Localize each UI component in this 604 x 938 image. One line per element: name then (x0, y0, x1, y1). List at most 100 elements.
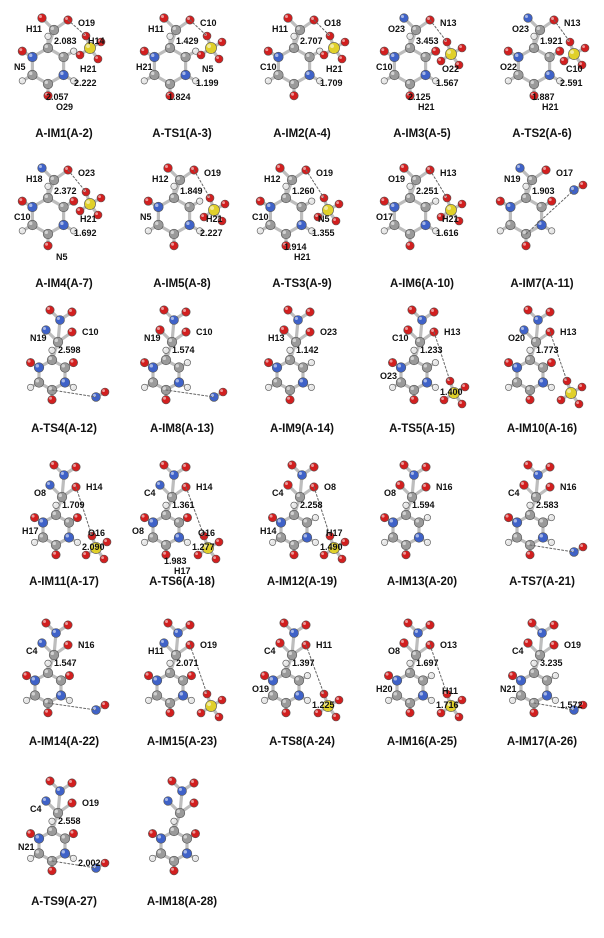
carbon-atom (296, 201, 307, 213)
atom-highlight (539, 519, 543, 523)
atom-highlight (175, 379, 179, 383)
atom-highlight (49, 396, 52, 400)
atom-highlight (39, 534, 44, 538)
atom-highlight (456, 62, 459, 65)
nitrogen-atom (399, 13, 409, 23)
carbon-atom (284, 384, 296, 396)
atom-label: C4 (512, 646, 524, 656)
atom-highlight (505, 48, 509, 52)
bond-distance-label: 2.083 (54, 36, 77, 46)
atom-highlight (141, 359, 145, 363)
carbon-atom (50, 509, 62, 521)
oxygen-atom (169, 866, 179, 876)
atom-highlight (170, 857, 174, 861)
atom-label: H14 (260, 526, 277, 536)
bond-distance-label: 1.697 (416, 658, 439, 668)
structure-caption: A-IM17(A-26) (506, 736, 578, 748)
atom-highlight (539, 534, 543, 538)
atom-highlight (333, 714, 336, 717)
oxygen-atom (159, 305, 169, 315)
atom-highlight (45, 92, 48, 96)
atom-highlight (407, 661, 410, 664)
nitrogen-atom (304, 69, 315, 81)
atom-highlight (342, 39, 345, 42)
atom-label: O16 (88, 528, 105, 538)
atom-highlight (167, 34, 170, 37)
atom-highlight (48, 356, 52, 360)
carbon-atom (168, 855, 180, 867)
interaction-line (185, 486, 205, 537)
atom-highlight (423, 364, 427, 368)
atom-highlight (145, 198, 149, 202)
atom-highlight (524, 639, 528, 643)
atom-highlight (167, 709, 170, 713)
atom-highlight (54, 809, 58, 813)
carbon-atom (170, 24, 182, 36)
oxygen-atom (457, 199, 467, 209)
atom-highlight (513, 379, 518, 383)
atom-highlight (406, 699, 410, 703)
bond-distance-label: 1.225 (312, 700, 335, 710)
atom-highlight (447, 50, 451, 54)
nitrogen-atom (293, 690, 305, 701)
atom-highlight (407, 184, 410, 187)
interaction-line (553, 19, 571, 43)
atom-highlight (551, 17, 554, 21)
bond-distance-label: 2.090 (82, 542, 105, 552)
atom-highlight (45, 709, 48, 713)
bond-distance-label: 2.057 (46, 92, 69, 102)
atom-highlight (20, 78, 23, 81)
bond-distance-label: 1.567 (436, 78, 459, 88)
atom-highlight (165, 620, 168, 623)
atom-highlight (47, 307, 50, 310)
atom-highlight (427, 17, 430, 21)
oxygen-atom (279, 618, 289, 628)
sulfur-atom (205, 700, 217, 712)
oxygen-atom (289, 91, 299, 101)
atom-highlight (166, 669, 170, 673)
carbon-atom (505, 219, 516, 231)
atom-highlight (23, 672, 27, 676)
structure-caption: A-IM3(A-5) (393, 128, 451, 140)
carbon-atom (46, 354, 58, 366)
atom-highlight (522, 194, 526, 198)
bond-distance-label: 1.849 (180, 186, 203, 196)
hydrogen-atom (385, 696, 393, 704)
oxygen-atom (263, 46, 273, 56)
atom-highlight (19, 198, 23, 202)
atom-highlight (19, 48, 23, 52)
interaction-line (51, 389, 97, 398)
atom-highlight (303, 534, 307, 538)
atom-highlight (29, 221, 33, 225)
interaction-line (189, 19, 208, 37)
carbon-atom (400, 539, 412, 551)
bond-distance-label: 2.227 (200, 228, 223, 238)
atom-highlight (303, 622, 306, 625)
atom-highlight (102, 702, 105, 705)
atom-highlight (267, 221, 271, 225)
oxygen-atom (504, 513, 514, 523)
atom-highlight (170, 194, 174, 198)
atom-highlight (54, 338, 58, 342)
atom-highlight (447, 206, 451, 210)
atom-highlight (29, 53, 33, 57)
atom-highlight (530, 80, 534, 84)
atom-highlight (283, 242, 286, 246)
hydrogen-atom (170, 182, 178, 190)
nitrogen-atom (289, 628, 299, 638)
structure-caption: A-IM18(A-28) (146, 896, 218, 908)
atom-highlight (150, 856, 153, 859)
hydrogen-atom (44, 659, 52, 667)
atom-highlight (294, 316, 298, 320)
carbon-atom (410, 174, 422, 186)
atom-highlight (296, 26, 300, 30)
bond-distance-label: 1.397 (292, 658, 315, 668)
atom-highlight (407, 242, 410, 246)
nitrogen-atom (58, 69, 69, 81)
atom-highlight (52, 541, 56, 545)
atom-label: C10 (200, 18, 217, 28)
interaction-line (549, 331, 568, 382)
